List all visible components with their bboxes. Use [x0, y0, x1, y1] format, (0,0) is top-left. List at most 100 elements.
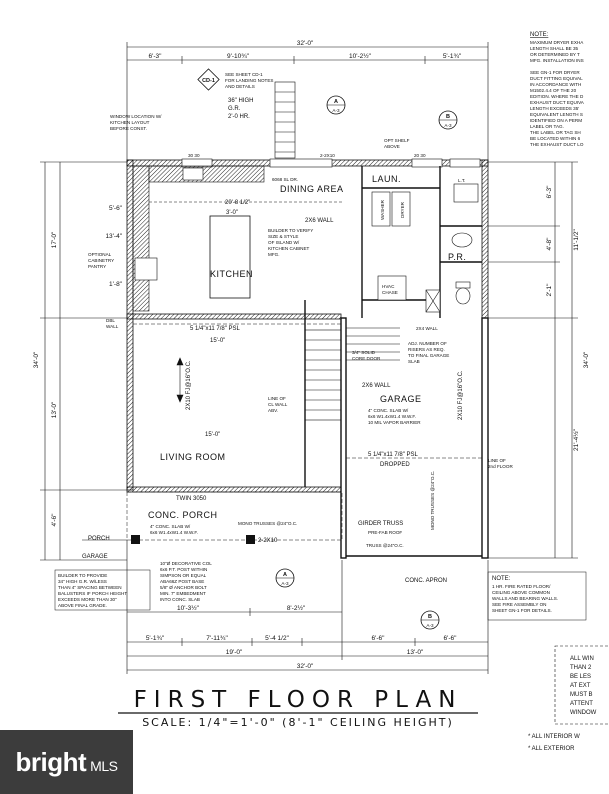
svg-text:LINE OF: LINE OF — [488, 458, 506, 463]
svg-text:EQUIVALENT LENGTH S: EQUIVALENT LENGTH S — [530, 112, 583, 117]
window-label-2: 20 30 — [414, 153, 426, 158]
top-dimensions — [126, 42, 489, 162]
kitchen-counters — [132, 165, 265, 312]
top-windows — [181, 158, 481, 168]
svg-text:MFG. INSTALLATION INS: MFG. INSTALLATION INS — [530, 58, 584, 63]
hvac-chase: HVAC CHASE — [377, 275, 407, 301]
svg-text:ABV.: ABV. — [268, 408, 278, 413]
right-dimensions — [488, 161, 578, 559]
wall-2x6-stair: 2X6 WALL — [362, 383, 391, 389]
conc-apron: CONC. APRON — [405, 578, 447, 584]
dim-right-lower: 21'-4½" — [572, 428, 580, 451]
svg-text:BUILDER TO VERIFY: BUILDER TO VERIFY — [268, 228, 313, 233]
svg-text:2'-0 HR.: 2'-0 HR. — [228, 114, 250, 120]
svg-text:1 HR. FIRE RATED FLOOR/: 1 HR. FIRE RATED FLOOR/ — [492, 584, 551, 589]
room-garage: GARAGE — [380, 394, 422, 404]
dim-left-upper: 17'-0" — [51, 231, 58, 248]
svg-text:2nd FLOOR: 2nd FLOOR — [488, 464, 513, 469]
svg-text:EXCEEDS MORE THAN 30": EXCEEDS MORE THAN 30" — [58, 597, 117, 602]
dim-living-width: 15'-0" — [210, 338, 225, 344]
svg-text:FOR LANDING NOTES: FOR LANDING NOTES — [225, 78, 274, 83]
dim-bottom-5: 6'-6" — [444, 635, 458, 642]
svg-text:THE LABEL OR TAG SH: THE LABEL OR TAG SH — [530, 130, 581, 135]
svg-text:MFG.: MFG. — [268, 252, 279, 257]
window-location-note: WINDOW LOCATION W/ KITCHEN LAYOUT BEFORE… — [110, 114, 162, 131]
dim-porch-2: 8'-2½" — [287, 604, 306, 612]
svg-text:TO FINAL GARAGE: TO FINAL GARAGE — [408, 353, 449, 358]
svg-text:SHEET GN-1 FOR DETAILS.: SHEET GN-1 FOR DETAILS. — [492, 608, 552, 613]
svg-text:OR DETERMINED BY T: OR DETERMINED BY T — [530, 52, 580, 57]
cabinetry-note: OPTIONAL CABINETRY PANTRY — [88, 252, 114, 269]
dryer-note: NOTE: MAXIMUM DRYER EXHA LENGTH SHALL BE… — [530, 32, 585, 147]
svg-text:OPTIONAL: OPTIONAL — [88, 252, 112, 257]
svg-text:LABEL OR TAG.: LABEL OR TAG. — [530, 124, 564, 129]
svg-text:NOTE:: NOTE: — [492, 576, 511, 582]
svg-text:LENGTH EXCEEDS 35': LENGTH EXCEEDS 35' — [530, 106, 579, 111]
svg-text:36" HIGH: 36" HIGH — [228, 98, 253, 104]
svg-text:RISERS AS REQ.: RISERS AS REQ. — [408, 347, 445, 352]
room-powder: P.R. — [448, 252, 466, 262]
svg-text:10"Ø DECORATIVE COL: 10"Ø DECORATIVE COL — [160, 561, 212, 566]
svg-text:A-3: A-3 — [332, 108, 340, 113]
svg-text:ADJ. NUMBER OF: ADJ. NUMBER OF — [408, 341, 447, 346]
svg-text:BEFORE CONST.: BEFORE CONST. — [110, 126, 147, 131]
svg-text:WINDOW LOCATION W/: WINDOW LOCATION W/ — [110, 114, 162, 119]
svg-text:A-3: A-3 — [444, 123, 452, 128]
svg-text:LENGTH SHALL BE 35: LENGTH SHALL BE 35 — [530, 46, 579, 51]
svg-text:LINE OF: LINE OF — [268, 396, 286, 401]
dim-top-overall: 32'-0" — [297, 40, 314, 47]
svg-text:CL WALL: CL WALL — [268, 402, 288, 407]
dim-dining: 20'-8 1/2" — [225, 200, 250, 206]
left-dimensions — [40, 161, 127, 561]
svg-text:IDENTIFIED ON A PERM: IDENTIFIED ON A PERM — [530, 118, 582, 123]
kitchen-island — [209, 215, 251, 299]
door-top-label: 6068 SL DR. — [272, 177, 298, 182]
section-b-bottom: B A-3 — [420, 610, 440, 630]
island-note: BUILDER TO VERIFY SIZE & STYLE OF ISLAND… — [268, 228, 313, 257]
svg-text:M1502.4.4 OF THE 20: M1502.4.4 OF THE 20 — [530, 88, 577, 93]
dim-top-2: 9'-10¾" — [227, 53, 250, 60]
svg-text:AND DETAILS: AND DETAILS — [225, 84, 255, 89]
svg-text:SIZE & STYLE: SIZE & STYLE — [268, 234, 298, 239]
svg-text:AT EXT: AT EXT — [570, 683, 591, 689]
svg-text:4" CONC. SLAB W/: 4" CONC. SLAB W/ — [368, 408, 409, 413]
garage-side-label: GARAGE — [82, 554, 108, 560]
svg-text:THAN 4" SPACING BETWEEN: THAN 4" SPACING BETWEEN — [58, 585, 122, 590]
dim-bottom-1: 5'-1¾" — [146, 635, 165, 642]
dim-bottom-2: 7'-11¾" — [206, 635, 228, 642]
svg-text:WINDOW: WINDOW — [570, 710, 597, 716]
svg-text:10 MIL VAPOR BARRIER: 10 MIL VAPOR BARRIER — [368, 420, 421, 425]
svg-text:MAXIMUM DRYER EXHA: MAXIMUM DRYER EXHA — [530, 40, 584, 45]
dim-kitchen-3: 3'-0" — [226, 210, 238, 216]
svg-text:6x6 P.T. POST WITHIN: 6x6 P.T. POST WITHIN — [160, 567, 207, 572]
svg-text:A: A — [283, 572, 287, 578]
garage-dropped: DROPPED — [380, 462, 410, 468]
svg-text:MIN. 7" EMBEDMENT: MIN. 7" EMBEDMENT — [160, 591, 206, 596]
note-interior: * ALL INTERIOR W — [528, 734, 580, 740]
deck-stair — [274, 81, 296, 159]
dim-bottom-3: 5'-4 1/2" — [265, 635, 289, 642]
svg-text:DBL: DBL — [106, 318, 115, 323]
svg-text:ABOVE FINAL GRADE.: ABOVE FINAL GRADE. — [58, 603, 107, 608]
svg-text:34" HIGH G.R. W/LESS: 34" HIGH G.R. W/LESS — [58, 579, 107, 584]
room-living: LIVING ROOM — [160, 452, 226, 462]
svg-text:THAN 2: THAN 2 — [570, 665, 592, 671]
dbl-wall-note: DBL WALL — [106, 318, 119, 329]
girder-truss: GIRDER TRUSS — [358, 521, 403, 527]
svg-text:NOTE:: NOTE: — [530, 32, 549, 38]
dim-right-upper: 11'-1/2" — [573, 229, 580, 251]
svg-text:ATTENT: ATTENT — [570, 701, 593, 707]
svg-text:EDITION. WHERE THE D: EDITION. WHERE THE D — [530, 94, 584, 99]
line-2nd-floor-note: LINE OF 2nd FLOOR — [488, 458, 513, 469]
svg-text:SIMPSON OR EQUAL: SIMPSON OR EQUAL — [160, 573, 207, 578]
window-label-1: 30 30 — [188, 153, 200, 158]
dim-bottom-s1: 19'-0" — [226, 649, 243, 656]
washer-label: WASHER — [380, 199, 385, 220]
solid-core-note: 3/4" SOLID CORE DOOR — [352, 350, 381, 361]
plan-title: FIRST FLOOR PLAN — [134, 687, 463, 713]
svg-text:B: B — [446, 114, 450, 120]
truss-spacing: TRUSS @24"O.C. — [366, 543, 404, 548]
svg-text:WALL: WALL — [106, 324, 119, 329]
svg-text:6x6 W1.4xW1.4 W.W.F.: 6x6 W1.4xW1.4 W.W.F. — [368, 414, 416, 419]
hdr-top: 2-2X10 — [320, 153, 335, 158]
